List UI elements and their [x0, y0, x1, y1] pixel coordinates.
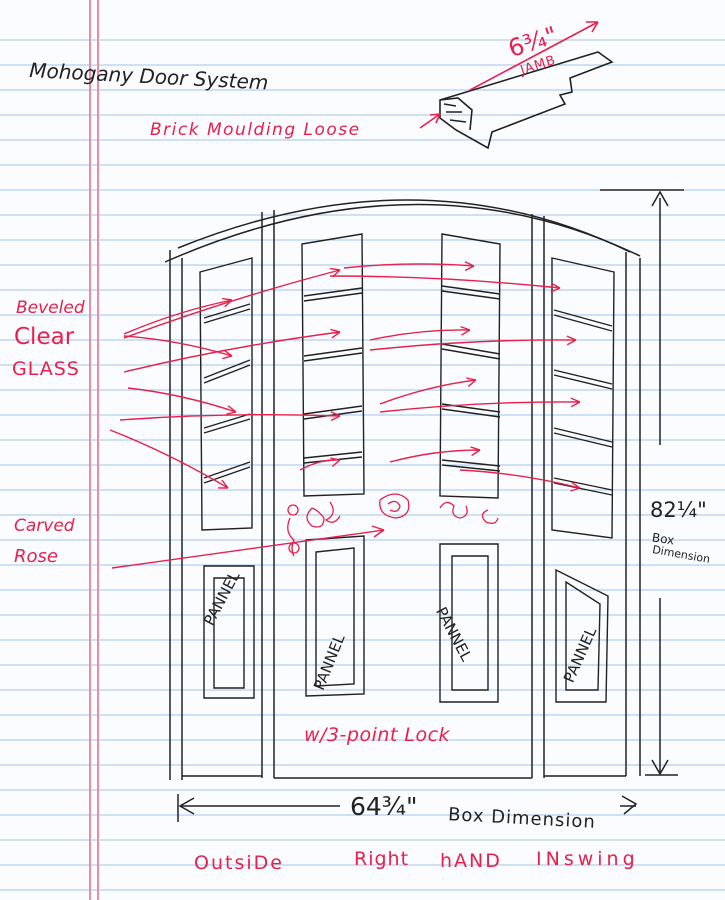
door-right-glass — [439, 233, 501, 499]
glass-bevel-line — [303, 352, 363, 362]
glass-bevel-line — [441, 348, 501, 360]
door-left-glass — [301, 233, 365, 497]
glass-bevel-line — [441, 408, 501, 418]
glass-arrow — [379, 397, 581, 413]
glass-bevel-line — [303, 287, 363, 297]
sidelight-left-glass — [199, 257, 253, 531]
glass-bevel-line — [303, 292, 363, 302]
lock-note: w/3-point Lock — [304, 724, 451, 746]
glass-bevel-line — [203, 461, 251, 479]
glass-arrow — [123, 328, 341, 373]
brick-moulding-arrow — [419, 113, 441, 129]
rose-arrow — [111, 525, 385, 569]
carved-rose — [287, 493, 499, 557]
glass-arrow — [343, 261, 475, 272]
glass-arrow — [299, 457, 341, 471]
glass-bevel-line — [441, 464, 501, 472]
glass-arrow — [123, 335, 233, 360]
glass-bevel-line — [441, 285, 501, 295]
swing-word-3: hAND — [440, 850, 502, 872]
glass-bevel-line — [553, 482, 613, 496]
swing-word-2: Right — [354, 848, 410, 870]
glass-arrow — [127, 387, 237, 415]
glass-arrow — [329, 275, 561, 293]
glass-label-2: Clear — [14, 324, 75, 350]
glass-bevel-line — [203, 303, 251, 319]
glass-arrow — [459, 469, 581, 492]
glass-bevel-line — [553, 477, 613, 491]
glass-bevel-line — [203, 308, 251, 324]
glass-bevel-line — [203, 413, 251, 429]
glass-arrow — [389, 446, 481, 463]
glass-arrow — [119, 411, 341, 422]
glass-bevel-line — [553, 369, 613, 385]
glass-arrow — [369, 325, 471, 341]
glass-bevel-line — [303, 410, 363, 420]
sidelight-right-panel — [555, 568, 609, 703]
sidelight-left-panel-inner — [213, 577, 245, 689]
height-value: 82¼" — [650, 498, 707, 522]
glass-arrow — [123, 267, 341, 339]
glass-bevel-line — [553, 309, 613, 327]
sidelight-left-panel — [203, 565, 255, 699]
width-value: 64¾" — [350, 792, 418, 821]
sidelight-right-glass — [551, 257, 615, 539]
glass-bevel-line — [303, 451, 363, 459]
glass-bevel-line — [553, 374, 613, 390]
width-dimension — [177, 794, 638, 822]
jamb-sketch — [439, 51, 614, 150]
door-left-panel-inner — [315, 547, 355, 687]
sidelight-right-panel-inner — [565, 580, 601, 691]
glass-label-1: Beveled — [16, 298, 85, 318]
glass-arrows — [109, 261, 581, 492]
glass-bevel-line — [303, 347, 363, 357]
ruled-lines — [0, 39, 725, 891]
rose-label-1: Carved — [14, 516, 75, 536]
glass-bevel-line — [441, 290, 501, 300]
door-sketch — [199, 233, 615, 703]
jamb-dimension-arrow — [469, 21, 599, 91]
glass-bevel-line — [553, 432, 613, 448]
glass-bevel-line — [441, 459, 501, 467]
glass-arrow — [379, 377, 477, 405]
glass-label-3: GLASS — [12, 358, 80, 380]
swing-word-4: INswing — [536, 848, 639, 870]
door-left-panel — [305, 535, 365, 697]
door-right-panel-inner — [451, 555, 489, 691]
glass-bevel-line — [203, 359, 251, 379]
brick-moulding-label: Brick Moulding Loose — [150, 120, 361, 140]
glass-bevel-line — [203, 466, 251, 484]
glass-arrow — [369, 335, 577, 351]
glass-arrow — [123, 297, 233, 335]
swing-word-1: OutsiDe — [194, 852, 284, 874]
glass-bevel-line — [303, 405, 363, 415]
glass-bevel-line — [203, 418, 251, 434]
glass-bevel-line — [553, 314, 613, 332]
glass-arrow — [109, 429, 229, 489]
door-right-panel — [439, 543, 499, 703]
glass-bevel-line — [553, 427, 613, 443]
height-dimension — [600, 189, 684, 776]
door-frame — [164, 199, 641, 780]
glass-bevel-line — [441, 343, 501, 355]
rose-label-2: Rose — [14, 546, 58, 567]
glass-bevel-line — [203, 364, 251, 384]
